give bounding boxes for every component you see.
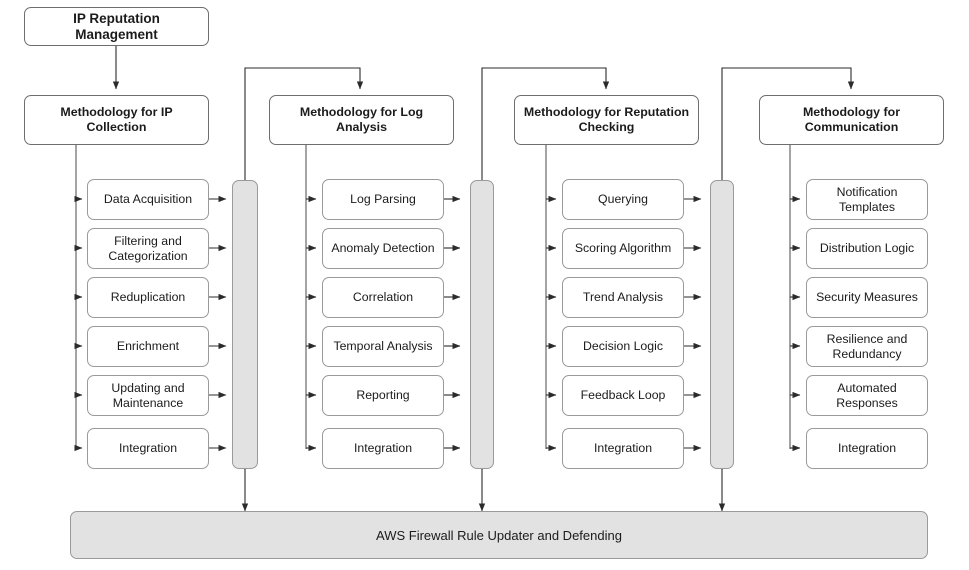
step-node-security-measures[interactable]: Security Measures: [806, 277, 928, 318]
step-node-trend-analysis[interactable]: Trend Analysis: [562, 277, 684, 318]
step-node-integration-log-analysis[interactable]: Integration: [322, 428, 444, 469]
methodology-label-log-analysis: Methodology for Log Analysis: [299, 105, 424, 134]
methodology-label-communication: Methodology for Communication: [802, 105, 901, 134]
step-label: Scoring Algorithm: [574, 241, 672, 256]
step-node-updating-and-maintenance[interactable]: Updating and Maintenance: [87, 375, 209, 416]
bus-bar-log-analysis: [470, 180, 494, 469]
step-label: Trend Analysis: [582, 290, 664, 305]
step-label: Distribution Logic: [819, 241, 915, 256]
step-node-correlation[interactable]: Correlation: [322, 277, 444, 318]
step-label: Log Parsing: [350, 192, 416, 207]
step-node-reduplication[interactable]: Reduplication: [87, 277, 209, 318]
step-label: Security Measures: [816, 290, 918, 305]
step-node-log-parsing[interactable]: Log Parsing: [322, 179, 444, 220]
step-label: Temporal Analysis: [333, 339, 433, 354]
step-label: Correlation: [352, 290, 414, 305]
step-label: Integration: [353, 441, 413, 456]
step-label: Notification Templates: [836, 185, 898, 214]
methodology-label-ip-collection: Methodology for IP Collection: [60, 105, 173, 134]
methodology-node-reputation-checking[interactable]: Methodology for Reputation Checking: [514, 95, 699, 145]
step-label: Filtering and Categorization: [108, 234, 188, 263]
step-label: Automated Responses: [836, 381, 898, 410]
step-node-feedback-loop[interactable]: Feedback Loop: [562, 375, 684, 416]
step-label: Reporting: [356, 388, 410, 403]
bus-bar-reputation-checking: [710, 180, 734, 469]
step-label: Updating and Maintenance: [111, 381, 185, 410]
step-node-enrichment[interactable]: Enrichment: [87, 326, 209, 367]
methodology-node-communication[interactable]: Methodology for Communication: [759, 95, 944, 145]
step-node-resilience-and-redundancy[interactable]: Resilience and Redundancy: [806, 326, 928, 367]
step-label: Querying: [598, 192, 648, 207]
step-node-automated-responses[interactable]: Automated Responses: [806, 375, 928, 416]
step-label: Decision Logic: [583, 339, 663, 354]
step-node-notification-templates[interactable]: Notification Templates: [806, 179, 928, 220]
step-label: Feedback Loop: [580, 388, 666, 403]
step-label: Anomaly Detection: [331, 241, 435, 256]
root-node-ip-reputation-management[interactable]: IP Reputation Management: [24, 7, 209, 46]
step-label: Reduplication: [110, 290, 186, 305]
methodology-node-log-analysis[interactable]: Methodology for Log Analysis: [269, 95, 454, 145]
footer-node-aws-firewall-rule-updater[interactable]: AWS Firewall Rule Updater and Defending: [70, 511, 928, 559]
step-node-data-acquisition[interactable]: Data Acquisition: [87, 179, 209, 220]
step-node-reporting[interactable]: Reporting: [322, 375, 444, 416]
step-node-integration-communication[interactable]: Integration: [806, 428, 928, 469]
step-node-integration-ip-collection[interactable]: Integration: [87, 428, 209, 469]
step-label: Integration: [593, 441, 653, 456]
step-label: Resilience and Redundancy: [826, 332, 908, 361]
methodology-label-reputation-checking: Methodology for Reputation Checking: [523, 105, 690, 134]
root-node-label: IP Reputation Management: [73, 10, 160, 42]
step-label: Integration: [118, 441, 178, 456]
step-node-integration-reputation-checking[interactable]: Integration: [562, 428, 684, 469]
methodology-node-ip-collection[interactable]: Methodology for IP Collection: [24, 95, 209, 145]
step-label: Enrichment: [116, 339, 180, 354]
bus-bar-ip-collection: [232, 180, 258, 469]
step-node-anomaly-detection[interactable]: Anomaly Detection: [322, 228, 444, 269]
step-label: Integration: [837, 441, 897, 456]
step-label: Data Acquisition: [103, 192, 193, 207]
step-node-temporal-analysis[interactable]: Temporal Analysis: [322, 326, 444, 367]
step-node-decision-logic[interactable]: Decision Logic: [562, 326, 684, 367]
step-node-scoring-algorithm[interactable]: Scoring Algorithm: [562, 228, 684, 269]
step-node-querying[interactable]: Querying: [562, 179, 684, 220]
step-node-distribution-logic[interactable]: Distribution Logic: [806, 228, 928, 269]
footer-label: AWS Firewall Rule Updater and Defending: [376, 527, 622, 543]
step-node-filtering-and-categorization[interactable]: Filtering and Categorization: [87, 228, 209, 269]
